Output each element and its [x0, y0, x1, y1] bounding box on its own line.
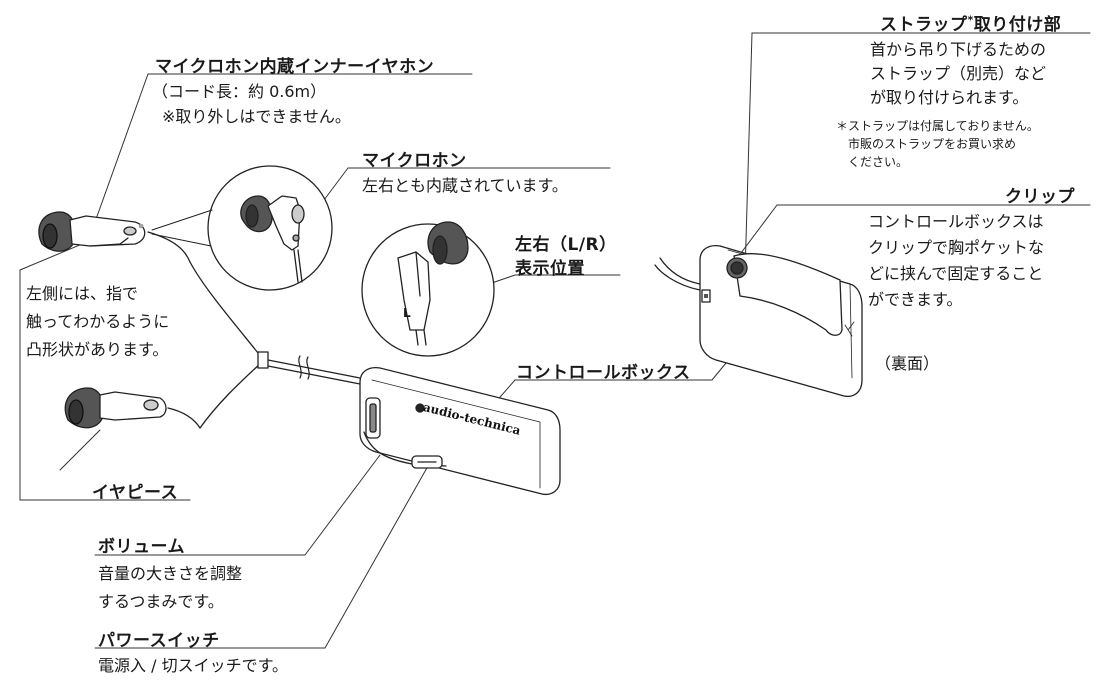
- label-microphone-desc: 左右とも内蔵されています。: [362, 176, 568, 195]
- label-earphone-cord-length: （コード長：約 0.6m）: [152, 82, 327, 101]
- label-strap-mount-title-main: ストラップ: [880, 15, 968, 35]
- label-strap-mount-desc-2: ストラップ（別売）など: [870, 64, 1047, 83]
- label-strap-note-2: 市販のストラップをお買い求め: [848, 137, 1017, 151]
- label-ear-piece-title: イヤピース: [92, 483, 179, 503]
- label-clip-desc-4: ができます。: [868, 290, 963, 309]
- label-lr-title-1: 左右（L/R）: [515, 235, 617, 255]
- label-earphone-detach-note: ※取り外しはできません。: [162, 107, 351, 126]
- label-power-switch-desc: 電源入 / 切スイッチです。: [98, 656, 288, 675]
- label-back-side: （裏面）: [875, 354, 940, 373]
- label-strap-mount-desc-3: が取り付けられます。: [870, 88, 1029, 107]
- label-bump-desc-2: 触ってわかるように: [26, 312, 170, 331]
- label-strap-note-3: ください。: [848, 155, 909, 169]
- label-clip-desc-1: コントロールボックスは: [868, 212, 1044, 231]
- microphone-callout-bubble: [151, 165, 333, 291]
- control-box-illustration: [359, 366, 561, 496]
- label-control-box-title: コントロールボックス: [516, 363, 691, 383]
- leader-lines: [19, 32, 1091, 649]
- label-volume-title: ボリューム: [98, 537, 185, 557]
- control-box-back-illustration: [654, 244, 863, 398]
- label-strap-mount-desc-1: 首から吊り下げるための: [870, 40, 1047, 59]
- label-strap-mount-title-tail: 取り付け部: [973, 15, 1062, 35]
- label-volume-desc-2: するつまみです。: [98, 592, 224, 611]
- label-microphone-title: マイクロホン: [362, 151, 467, 171]
- label-bump-desc-3: 凸形状があります。: [26, 340, 169, 359]
- label-lr-title-2: 表示位置: [515, 259, 585, 279]
- earphone-right-illustration: [64, 387, 201, 429]
- earphone-left-illustration: [38, 211, 191, 263]
- lr-callout-bubble: [361, 221, 495, 357]
- label-bump-desc-1: 左側には、指で: [26, 284, 139, 303]
- label-clip-title: クリップ: [1005, 187, 1075, 207]
- label-clip-desc-2: クリップで胸ポケットな: [868, 238, 1045, 257]
- label-strap-mount-title: ストラップ*取り付け部: [880, 10, 1061, 35]
- cords: [189, 261, 361, 429]
- label-clip-desc-3: どに挟んで固定すること: [868, 264, 1044, 283]
- label-earphone-title: マイクロホン内蔵インナーイヤホン: [155, 57, 435, 77]
- label-volume-desc-1: 音量の大きさを調整: [98, 564, 243, 583]
- label-strap-mount-asterisk: *: [967, 13, 974, 27]
- label-strap-note-1: ＊ストラップは付属しておりません。: [836, 119, 1039, 133]
- label-power-switch-title: パワースイッチ: [98, 631, 220, 651]
- lr-mark: L: [403, 306, 411, 320]
